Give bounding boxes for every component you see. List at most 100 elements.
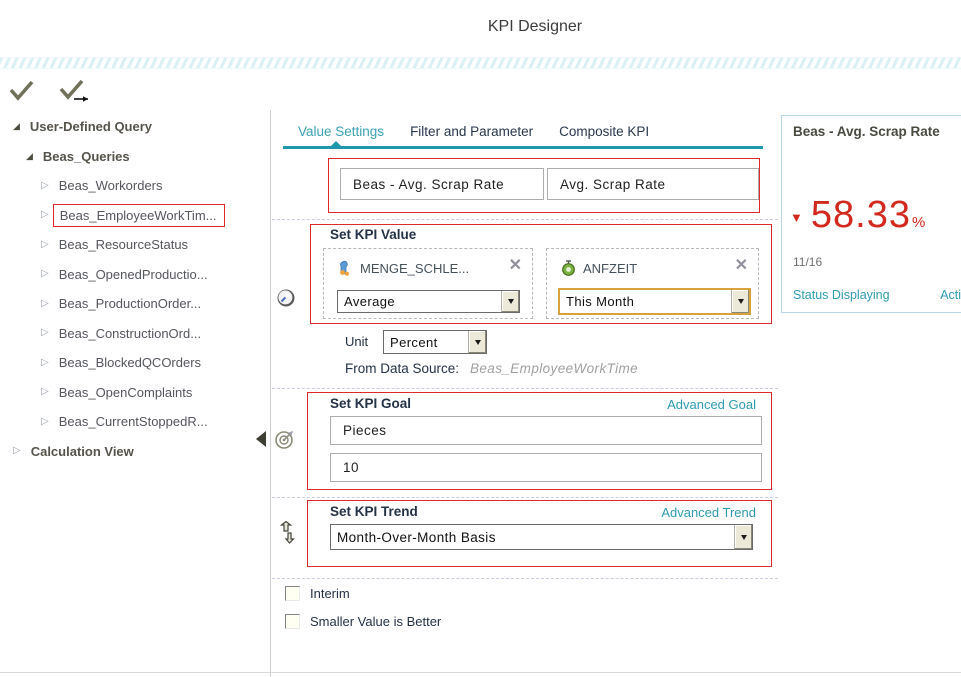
- tab-underline: [283, 146, 763, 149]
- data-source-label: From Data Source:: [345, 361, 460, 376]
- tree-node-beas-employeeworktime[interactable]: ▷ Beas_EmployeeWorkTim...: [0, 201, 268, 231]
- section-separator: [272, 578, 778, 579]
- tree-node-beas-queries[interactable]: ◢ Beas_Queries: [0, 142, 268, 172]
- collapsed-arrow-icon[interactable]: ▷: [41, 268, 49, 280]
- dropdown-arrow-icon[interactable]: [468, 331, 486, 353]
- collapsed-arrow-icon[interactable]: ▷: [41, 209, 49, 221]
- goal-value-input[interactable]: 10: [330, 453, 762, 482]
- section-heading: Set KPI Goal: [330, 396, 412, 411]
- status-displaying-link[interactable]: Status Displaying: [793, 288, 890, 302]
- tree-node-beas-openedproduction[interactable]: ▷ Beas_OpenedProductio...: [0, 260, 268, 290]
- smaller-value-checkbox[interactable]: [285, 614, 300, 629]
- trend-basis-select[interactable]: Month-Over-Month Basis: [330, 524, 753, 550]
- checkbox-label: Interim: [310, 586, 350, 601]
- advanced-goal-link[interactable]: Advanced Goal: [667, 397, 756, 412]
- collapsed-arrow-icon[interactable]: ▷: [13, 445, 21, 457]
- tree-node-label: Beas_ConstructionOrd...: [58, 325, 202, 341]
- collapsed-arrow-icon[interactable]: ▷: [41, 415, 49, 427]
- tree-node-beas-constructionorder[interactable]: ▷ Beas_ConstructionOrd...: [0, 319, 268, 349]
- collapsed-arrow-icon[interactable]: ▷: [41, 297, 49, 309]
- unit-label: Unit: [345, 334, 369, 349]
- toolbar: [6, 76, 94, 104]
- kpi-goal-target-icon: [275, 431, 293, 449]
- preview-number: 58.33: [810, 194, 911, 236]
- aggregation-select[interactable]: Average: [337, 290, 520, 313]
- tab-value-settings[interactable]: Value Settings: [298, 124, 385, 139]
- panel-collapse-icon[interactable]: [256, 431, 266, 447]
- tree-node-label: Beas_OpenedProductio...: [58, 266, 208, 282]
- page-bottom-border: [0, 672, 961, 673]
- tree-node-label: Beas_ProductionOrder...: [58, 296, 202, 312]
- section-separator: [272, 388, 778, 389]
- preview-unit: %: [911, 214, 926, 231]
- tree-node-beas-productionorder[interactable]: ▷ Beas_ProductionOrder...: [0, 289, 268, 319]
- tab-bar: Value Settings Filter and Parameter Comp…: [285, 124, 662, 139]
- tab-composite-kpi[interactable]: Composite KPI: [559, 124, 650, 139]
- interim-checkbox[interactable]: [285, 586, 300, 601]
- tab-filter-and-parameter[interactable]: Filter and Parameter: [410, 124, 534, 139]
- tree-node-label: Beas_Queries: [42, 148, 130, 164]
- section-heading: Set KPI Trend: [330, 504, 418, 519]
- active-tab-notch: [330, 141, 342, 147]
- tree-node-user-defined-query[interactable]: ◢ User-Defined Query: [0, 112, 268, 142]
- panel-divider: [270, 110, 271, 677]
- kpi-short-name-input[interactable]: Avg. Scrap Rate: [547, 168, 759, 200]
- section-separator: [272, 219, 778, 220]
- time-dropzone[interactable]: ANFZEIT ✕ This Month: [546, 248, 759, 319]
- interim-checkbox-row[interactable]: Interim: [285, 586, 350, 601]
- tree-node-beas-blockedqcorders[interactable]: ▷ Beas_BlockedQCOrders: [0, 348, 268, 378]
- unit-select[interactable]: Percent: [383, 330, 487, 354]
- set-kpi-value-section: Set KPI Value MENGE_SCHLE... ✕ Average: [310, 224, 770, 322]
- action-link[interactable]: Actio: [940, 288, 961, 302]
- section-heading: Set KPI Value: [330, 227, 417, 242]
- confirm-and-next-icon[interactable]: [58, 76, 94, 104]
- tree-node-label: Calculation View: [30, 443, 134, 459]
- expanded-arrow-icon[interactable]: ◢: [26, 150, 33, 161]
- smaller-value-checkbox-row[interactable]: Smaller Value is Better: [285, 614, 441, 629]
- collapsed-arrow-icon[interactable]: ▷: [41, 327, 49, 339]
- tree-node-beas-workorders[interactable]: ▷ Beas_Workorders: [0, 171, 268, 201]
- tree-node-beas-opencomplaints[interactable]: ▷ Beas_OpenComplaints: [0, 378, 268, 408]
- tree-node-label: Beas_OpenComplaints: [58, 384, 193, 400]
- collapsed-arrow-icon[interactable]: ▷: [41, 356, 49, 368]
- set-kpi-goal-section: Set KPI Goal Advanced Goal Pieces 10: [307, 392, 770, 488]
- tree-node-label: Beas_ResourceStatus: [58, 237, 189, 253]
- preview-title: Beas - Avg. Scrap Rate: [793, 124, 940, 139]
- goal-type-input[interactable]: Pieces: [330, 416, 762, 445]
- expanded-arrow-icon[interactable]: ◢: [13, 121, 20, 132]
- advanced-trend-link[interactable]: Advanced Trend: [661, 505, 756, 520]
- confirm-icon[interactable]: [6, 76, 42, 104]
- remove-measure-icon[interactable]: ✕: [508, 257, 522, 274]
- tree-node-beas-currentstopped[interactable]: ▷ Beas_CurrentStoppedR...: [0, 407, 268, 437]
- data-source-value: Beas_EmployeeWorkTime: [470, 361, 639, 376]
- collapsed-arrow-icon[interactable]: ▷: [41, 238, 49, 250]
- collapsed-arrow-icon[interactable]: ▷: [41, 386, 49, 398]
- measure-field-label: MENGE_SCHLE...: [360, 260, 470, 276]
- query-tree: ◢ User-Defined Query ◢ Beas_Queries ▷ Be…: [0, 112, 268, 466]
- remove-time-icon[interactable]: ✕: [734, 257, 748, 274]
- tree-node-label: Beas_CurrentStoppedR...: [58, 414, 208, 430]
- dropdown-arrow-icon[interactable]: [734, 525, 752, 549]
- kpi-name-input[interactable]: Beas - Avg. Scrap Rate: [340, 168, 544, 200]
- tree-node-label: Beas_BlockedQCOrders: [58, 355, 202, 371]
- section-separator: [272, 497, 778, 498]
- preview-value: ▼ 58.33 %: [790, 196, 925, 234]
- header-separator-band: [0, 57, 961, 69]
- measure-icon: [340, 260, 349, 276]
- stopwatch-icon: [562, 260, 575, 276]
- dropdown-arrow-icon[interactable]: [501, 291, 519, 312]
- set-kpi-trend-section: Set KPI Trend Advanced Trend Month-Over-…: [307, 500, 770, 565]
- preview-links: Status Displaying Actio: [793, 288, 961, 302]
- tree-node-label-highlighted: Beas_EmployeeWorkTim...: [52, 203, 226, 227]
- collapsed-arrow-icon[interactable]: ▷: [41, 179, 49, 191]
- kpi-value-gauge-icon: [277, 289, 295, 307]
- tree-node-calculation-view[interactable]: ▷ Calculation View: [0, 437, 268, 467]
- tree-node-beas-resourcestatus[interactable]: ▷ Beas_ResourceStatus: [0, 230, 268, 260]
- trend-down-icon: ▼: [790, 210, 803, 225]
- dropdown-arrow-icon[interactable]: [731, 290, 749, 313]
- time-field-label: ANFZEIT: [583, 260, 638, 276]
- time-period-select[interactable]: This Month: [558, 288, 751, 315]
- measure-dropzone[interactable]: MENGE_SCHLE... ✕ Average: [323, 248, 533, 319]
- tree-node-label: Beas_Workorders: [58, 178, 163, 194]
